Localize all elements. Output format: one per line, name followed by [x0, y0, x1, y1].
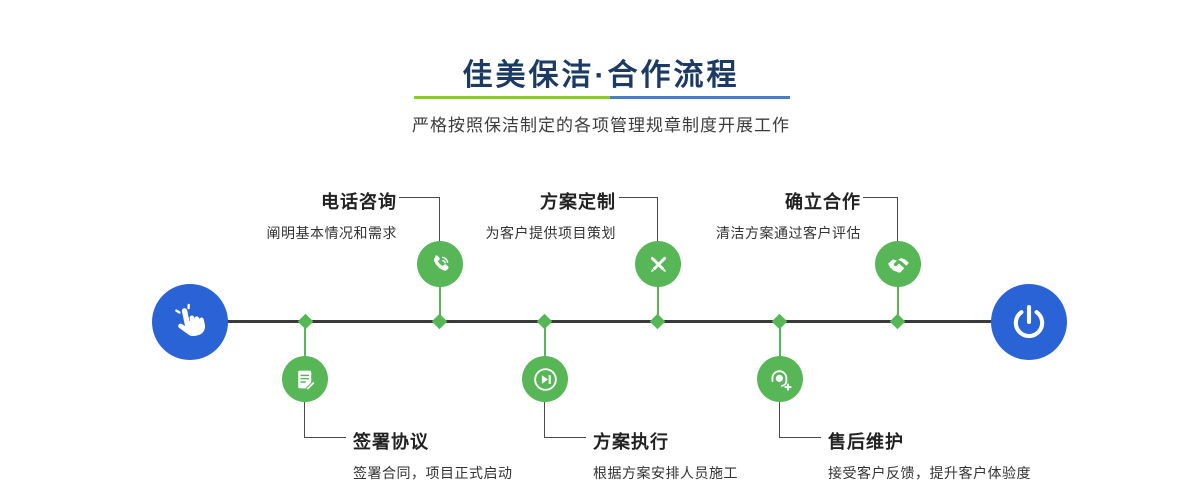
timeline-diamond — [297, 313, 314, 330]
play-execute-icon — [532, 366, 559, 393]
step-desc: 签署合同，项目正式启动 — [353, 465, 513, 481]
connector-stub — [657, 285, 659, 321]
timeline-diamond — [649, 313, 666, 330]
connector-stub — [779, 322, 781, 357]
page-title: 佳美保洁·合作流程 — [462, 59, 740, 92]
headset-service-icon — [767, 366, 794, 393]
step-label-aftersales: 售后维护 接受客户反馈，提升客户体验度 — [828, 428, 1031, 483]
label-connector — [304, 437, 346, 438]
label-connector — [779, 437, 821, 438]
step-desc: 根据方案安排人员施工 — [593, 465, 738, 481]
page-subtitle: 严格按照保洁制定的各项管理规章制度开展工作 — [412, 116, 790, 135]
label-connector — [657, 197, 658, 241]
connector-stub — [897, 285, 899, 321]
connector-stub — [439, 285, 441, 321]
step-title: 确立合作 — [785, 192, 861, 212]
timeline-diamond — [431, 313, 448, 330]
step-title: 方案定制 — [540, 192, 616, 212]
process-end-node — [991, 284, 1067, 360]
divider-green-segment — [414, 96, 610, 99]
step-desc: 阐明基本情况和需求 — [266, 225, 397, 241]
step-desc: 接受客户反馈，提升客户体验度 — [828, 465, 1031, 481]
step-label-phone: 电话咨询 阐明基本情况和需求 — [267, 188, 398, 243]
step-desc: 为客户提供项目策划 — [485, 225, 616, 241]
label-connector — [439, 197, 440, 241]
label-connector — [863, 197, 898, 198]
step-title: 售后维护 — [828, 432, 904, 452]
contract-icon — [293, 367, 318, 392]
step-node-contract — [282, 356, 328, 402]
step-desc: 清洁方案通过客户评估 — [716, 225, 861, 241]
step-title: 电话咨询 — [321, 192, 397, 212]
handshake-icon — [885, 251, 912, 278]
timeline-diamond — [771, 313, 788, 330]
connector-stub — [304, 322, 306, 357]
pointing-hand-icon — [166, 298, 213, 345]
step-title: 方案执行 — [593, 432, 669, 452]
step-title: 签署协议 — [353, 432, 429, 452]
label-connector — [544, 437, 586, 438]
step-label-contract: 签署协议 签署合同，项目正式启动 — [353, 428, 513, 483]
timeline-line — [190, 320, 1030, 323]
design-pen-icon — [646, 252, 671, 277]
step-node-aftersales — [757, 356, 803, 402]
label-connector — [779, 402, 780, 438]
timeline-diamond — [889, 313, 906, 330]
step-node-execute — [522, 356, 568, 402]
phone-icon — [428, 252, 453, 277]
label-connector — [619, 197, 658, 198]
divider-blue-segment — [609, 96, 790, 99]
step-node-design — [635, 241, 681, 287]
step-label-execute: 方案执行 根据方案安排人员施工 — [593, 428, 738, 483]
label-connector — [399, 197, 440, 198]
label-connector — [544, 402, 545, 438]
title-divider — [414, 96, 790, 99]
step-label-handshake: 确立合作 清洁方案通过客户评估 — [716, 188, 861, 243]
timeline-diamond — [536, 313, 553, 330]
step-node-handshake — [875, 241, 921, 287]
step-label-design: 方案定制 为客户提供项目策划 — [486, 188, 617, 243]
step-node-phone — [417, 241, 463, 287]
label-connector — [304, 402, 305, 438]
connector-stub — [544, 322, 546, 357]
power-icon — [1010, 303, 1048, 341]
process-start-node — [152, 284, 228, 360]
label-connector — [897, 197, 898, 241]
